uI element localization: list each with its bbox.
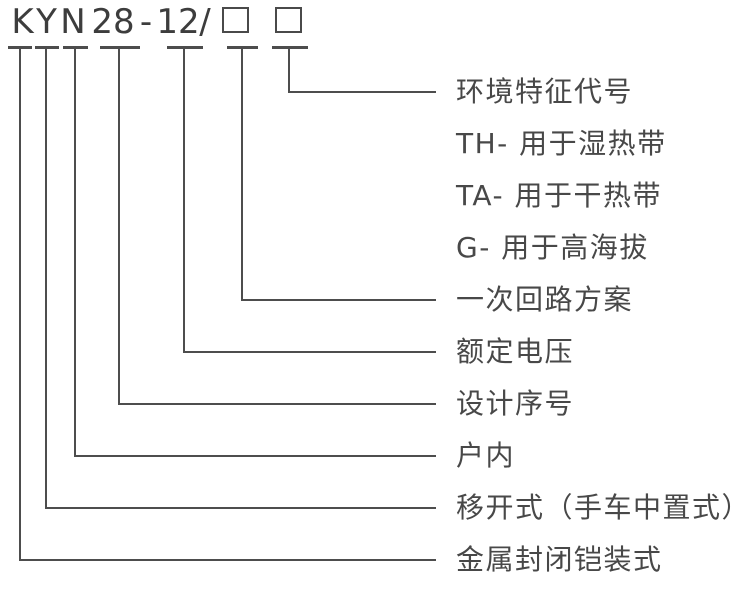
connector-horizontal-rated-voltage	[183, 351, 436, 353]
connector-horizontal-metal-enclosed	[18, 559, 436, 561]
model-code-letter-y: Y	[36, 2, 57, 42]
label-environment-code: 环境特征代号	[456, 75, 634, 109]
connector-vertical-28	[118, 46, 120, 405]
label-primary-circuit: 一次回路方案	[456, 283, 634, 317]
connector-horizontal-withdrawable	[45, 507, 436, 509]
model-code-number-28: 28	[91, 2, 135, 42]
connector-vertical-box1	[240, 46, 243, 301]
connector-horizontal-primary-circuit	[240, 299, 436, 301]
label-design-serial: 设计序号	[456, 387, 575, 421]
connector-vertical-y	[45, 46, 47, 509]
tbar-n	[63, 46, 88, 49]
model-code-slash: /	[199, 2, 211, 42]
tbar-box1	[227, 46, 258, 49]
label-rated-voltage: 额定电压	[456, 335, 575, 369]
tbar-12	[167, 46, 203, 49]
tbar-28	[100, 46, 140, 49]
model-code-number-12: 12	[156, 2, 200, 42]
tbar-y	[35, 46, 59, 49]
model-code-letter-k: K	[11, 2, 34, 42]
placeholder-box-primary-circuit	[222, 7, 249, 33]
label-withdrawable: 移开式（手车中置式）	[456, 491, 750, 525]
model-code-letter-n: N	[60, 2, 86, 42]
label-metal-enclosed: 金属封闭铠装式	[456, 543, 663, 577]
connector-vertical-k	[18, 46, 21, 561]
tbar-box2	[272, 46, 308, 49]
connector-vertical-12	[183, 46, 185, 353]
connector-horizontal-indoor	[73, 455, 436, 457]
label-ta-dry-tropics: TA- 用于干热带	[456, 179, 662, 213]
connector-vertical-box2	[288, 46, 290, 93]
label-g-high-altitude: G- 用于高海拔	[456, 231, 649, 265]
placeholder-box-environment-code	[275, 7, 302, 33]
connector-horizontal-design-serial	[118, 403, 436, 405]
label-indoor: 户内	[456, 439, 516, 473]
label-th-humid-tropics: TH- 用于湿热带	[456, 127, 667, 161]
model-code-hyphen: -	[139, 2, 153, 42]
connector-horizontal-environment-code	[288, 91, 436, 93]
connector-vertical-n	[73, 46, 76, 457]
